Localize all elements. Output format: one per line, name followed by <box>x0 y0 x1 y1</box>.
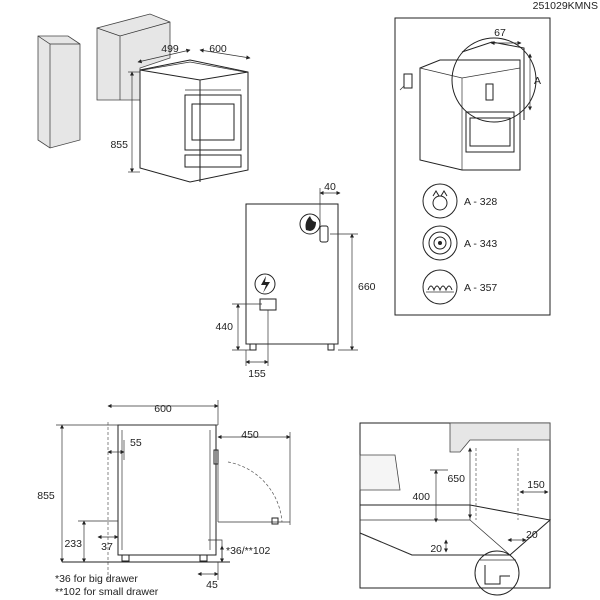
dim-440-label: 440 <box>215 321 233 333</box>
dim-drawer-label: *36/**102 <box>226 545 271 557</box>
dim-37-label: 37 <box>101 541 113 553</box>
electric-connection-icon <box>254 273 276 295</box>
electric-plate-icon <box>422 225 458 261</box>
dim-155-label: 155 <box>248 368 266 380</box>
legend-induction: A - 357 <box>422 269 497 305</box>
cooker-body <box>139 59 249 183</box>
induction-coil-icon <box>422 269 458 305</box>
dim-depth-label: 499 <box>161 43 179 55</box>
dim-67-label: 67 <box>494 27 506 39</box>
legend-label-gas: A - 328 <box>464 196 497 208</box>
dim-side-855-label: 855 <box>37 490 55 502</box>
legend-gas-burner: A - 328 <box>422 183 497 219</box>
dim-400-label: 400 <box>412 491 430 503</box>
dim-height-label: 855 <box>110 139 128 151</box>
dim-150-label: 150 <box>527 479 545 491</box>
drawing-code: 251029KMNS <box>533 0 598 12</box>
legend-label-induction: A - 357 <box>464 282 497 294</box>
dim-45-label: 45 <box>206 579 218 591</box>
legend-electric-plate: A - 343 <box>422 225 497 261</box>
rear-view: 40 660 440 155 <box>215 181 375 380</box>
dim-233-label: 233 <box>64 538 82 550</box>
note-small-drawer: **102 for small drawer <box>55 586 159 598</box>
inset-frame <box>394 17 551 316</box>
dim-20b-label: 20 <box>526 529 538 541</box>
cooker-perspective-view: 499 600 855 <box>37 13 251 183</box>
note-big-drawer: *36 for big drawer <box>55 573 138 585</box>
side-view: 600 450 55 855 233 37 *36/**102 45 *36 f… <box>37 400 291 598</box>
dim-width-label: 600 <box>209 43 227 55</box>
dim-a-label: A <box>534 75 541 87</box>
left-cabinet-block <box>37 35 81 149</box>
dim-20a-label: 20 <box>430 543 442 555</box>
oven-door <box>184 94 242 151</box>
detail-circle <box>474 550 520 596</box>
zoom-circle <box>451 37 537 123</box>
gas-pipe <box>319 225 329 243</box>
legend-label-electric: A - 343 <box>464 238 497 250</box>
clearance-view: 650 400 150 20 20 <box>359 422 552 596</box>
dim-side-600-label: 600 <box>154 403 172 415</box>
dim-660-label: 660 <box>358 281 376 293</box>
dim-450-label: 450 <box>241 429 259 441</box>
upper-wall-cabinet <box>449 422 551 453</box>
dim-55-label: 55 <box>130 437 142 449</box>
side-body <box>117 424 217 556</box>
gas-pipe-inset: 67 A A - 328 A - 343 A - 357 <box>394 17 551 316</box>
rear-panel <box>245 203 339 345</box>
gas-burner-icon <box>422 183 458 219</box>
dim-650-label: 650 <box>447 473 465 485</box>
dim-40-label: 40 <box>324 181 336 193</box>
